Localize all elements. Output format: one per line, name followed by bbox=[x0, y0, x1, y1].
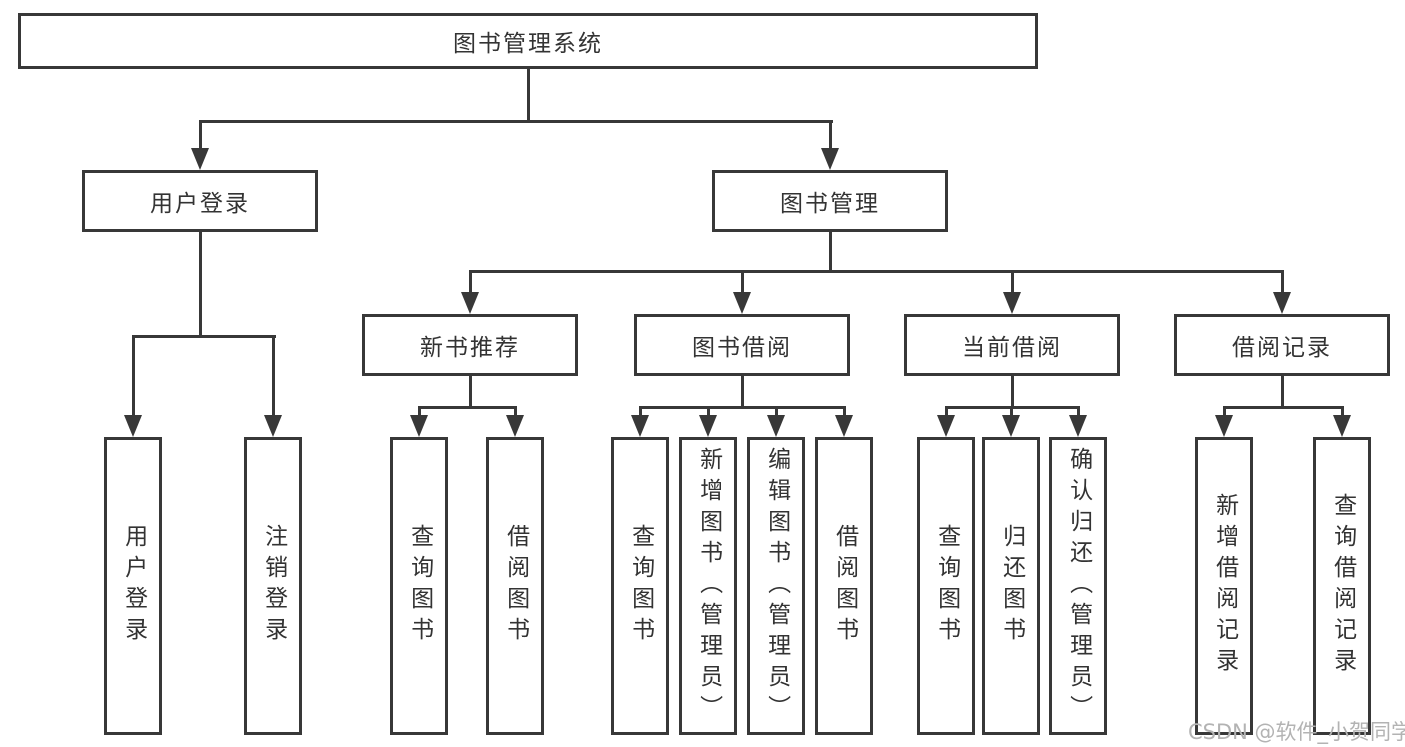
connector-to-leaf-edit-books bbox=[775, 406, 778, 418]
arrowhead-leaf-query-borrow-record bbox=[1333, 415, 1351, 437]
connector-to-leaf-add-books bbox=[707, 406, 710, 418]
leaf-return-books: 归还图书 bbox=[982, 437, 1040, 735]
connector-to-leaf-add-borrow-record bbox=[1223, 406, 1226, 418]
leaf-label: 新增图书（管理员） bbox=[695, 446, 722, 726]
node-user-login: 用户登录 bbox=[82, 170, 318, 232]
arrowhead-leaf-add-borrow-record bbox=[1215, 415, 1233, 437]
node-label: 新书推荐 bbox=[420, 335, 520, 361]
connector-to-leaf-borrow-books-2 bbox=[843, 406, 846, 418]
arrowhead-leaf-query-books-2 bbox=[631, 415, 649, 437]
arrowhead-leaf-return-books bbox=[1002, 415, 1020, 437]
connector-book-management-horizontal bbox=[469, 270, 1284, 273]
node-label: 图书管理系统 bbox=[453, 31, 603, 57]
connector-current-borrow-stem bbox=[1011, 376, 1014, 406]
leaf-label: 查询图书 bbox=[933, 524, 960, 648]
connector-to-leaf-query-books-3 bbox=[945, 406, 948, 418]
leaf-label: 新增借阅记录 bbox=[1211, 493, 1238, 679]
connector-to-borrow-records bbox=[1281, 270, 1284, 294]
connector-to-current-borrow bbox=[1011, 270, 1014, 294]
arrowhead-new-book-recommend bbox=[461, 292, 479, 314]
connector-new-book-recommend-stem bbox=[469, 376, 472, 406]
node-label: 用户登录 bbox=[150, 191, 250, 217]
connector-to-book-borrow bbox=[741, 270, 744, 294]
node-new-book-recommend: 新书推荐 bbox=[362, 314, 578, 376]
leaf-borrow-books-recommend: 借阅图书 bbox=[486, 437, 544, 735]
arrowhead-user-login bbox=[191, 148, 209, 170]
connector-user-login-horizontal bbox=[132, 335, 276, 338]
arrowhead-leaf-borrow-books-1 bbox=[506, 415, 524, 437]
connector-to-leaf-user-login bbox=[132, 335, 135, 418]
node-label: 图书管理 bbox=[780, 191, 880, 217]
leaf-label: 借阅图书 bbox=[831, 524, 858, 648]
arrowhead-borrow-records bbox=[1273, 292, 1291, 314]
connector-to-leaf-query-books-2 bbox=[639, 406, 642, 418]
connector-root-stem bbox=[527, 69, 530, 120]
leaf-label: 注销登录 bbox=[260, 524, 287, 648]
arrowhead-current-borrow bbox=[1003, 292, 1021, 314]
connector-borrow-records-horizontal bbox=[1223, 406, 1344, 409]
connector-to-leaf-confirm-return bbox=[1077, 406, 1080, 418]
leaf-label: 归还图书 bbox=[998, 524, 1025, 648]
connector-root-horizontal bbox=[199, 120, 833, 123]
leaf-query-books-borrow: 查询图书 bbox=[611, 437, 669, 735]
arrowhead-book-management bbox=[821, 148, 839, 170]
arrowhead-leaf-query-books-1 bbox=[410, 415, 428, 437]
node-label: 图书借阅 bbox=[692, 335, 792, 361]
connector-root-to-user-login bbox=[199, 120, 202, 152]
arrowhead-book-borrow bbox=[733, 292, 751, 314]
connector-user-login-stem bbox=[199, 232, 202, 335]
connector-to-new-book-recommend bbox=[469, 270, 472, 294]
leaf-add-borrow-record: 新增借阅记录 bbox=[1195, 437, 1253, 735]
arrowhead-leaf-borrow-books-2 bbox=[835, 415, 853, 437]
connector-new-book-recommend-horizontal bbox=[418, 406, 517, 409]
connector-to-leaf-return-books bbox=[1010, 406, 1013, 418]
node-book-borrow: 图书借阅 bbox=[634, 314, 850, 376]
arrowhead-leaf-confirm-return bbox=[1069, 415, 1087, 437]
connector-book-borrow-stem bbox=[741, 376, 744, 406]
connector-book-management-stem bbox=[829, 232, 832, 270]
arrowhead-leaf-add-books bbox=[699, 415, 717, 437]
leaf-add-books-admin: 新增图书（管理员） bbox=[679, 437, 737, 735]
connector-to-leaf-query-borrow-record bbox=[1341, 406, 1344, 418]
connector-root-to-book-management bbox=[829, 120, 832, 152]
connector-book-borrow-horizontal bbox=[639, 406, 846, 409]
leaf-query-books-current: 查询图书 bbox=[917, 437, 975, 735]
leaf-label: 查询借阅记录 bbox=[1329, 493, 1356, 679]
leaf-label: 用户登录 bbox=[120, 524, 147, 648]
connector-borrow-records-stem bbox=[1281, 376, 1284, 406]
leaf-user-login: 用户登录 bbox=[104, 437, 162, 735]
arrowhead-leaf-user-login bbox=[124, 415, 142, 437]
arrowhead-leaf-edit-books bbox=[767, 415, 785, 437]
csdn-watermark: CSDN @软件_小贺同学 bbox=[1188, 720, 1405, 744]
leaf-label: 编辑图书（管理员） bbox=[763, 446, 790, 726]
node-book-management: 图书管理 bbox=[712, 170, 948, 232]
connector-to-leaf-borrow-books-1 bbox=[514, 406, 517, 418]
leaf-borrow-books-2: 借阅图书 bbox=[815, 437, 873, 735]
connector-to-leaf-logout bbox=[272, 335, 275, 418]
leaf-query-borrow-record: 查询借阅记录 bbox=[1313, 437, 1371, 735]
leaf-query-books-recommend: 查询图书 bbox=[390, 437, 448, 735]
leaf-logout: 注销登录 bbox=[244, 437, 302, 735]
arrowhead-leaf-logout bbox=[264, 415, 282, 437]
arrowhead-leaf-query-books-3 bbox=[937, 415, 955, 437]
node-label: 当前借阅 bbox=[962, 335, 1062, 361]
leaf-label: 查询图书 bbox=[406, 524, 433, 648]
node-library-management-system: 图书管理系统 bbox=[18, 13, 1038, 69]
node-label: 借阅记录 bbox=[1232, 335, 1332, 361]
node-current-borrow: 当前借阅 bbox=[904, 314, 1120, 376]
connector-to-leaf-query-books-1 bbox=[418, 406, 421, 418]
leaf-label: 确认归还（管理员） bbox=[1065, 446, 1092, 726]
leaf-label: 借阅图书 bbox=[502, 524, 529, 648]
leaf-edit-books-admin: 编辑图书（管理员） bbox=[747, 437, 805, 735]
leaf-label: 查询图书 bbox=[627, 524, 654, 648]
node-borrow-records: 借阅记录 bbox=[1174, 314, 1390, 376]
leaf-confirm-return-admin: 确认归还（管理员） bbox=[1049, 437, 1107, 735]
